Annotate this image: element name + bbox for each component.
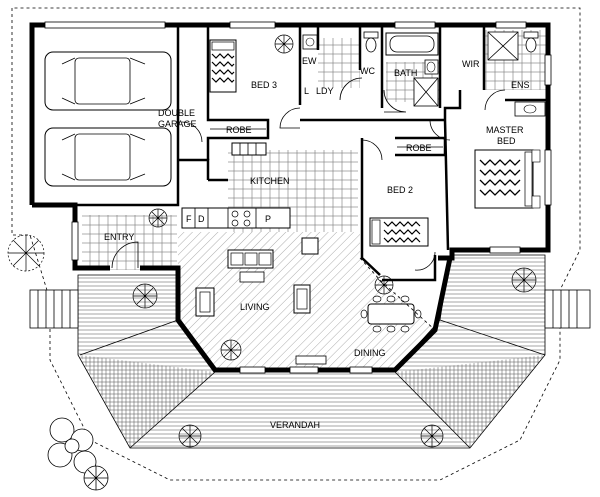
master-bed <box>474 149 541 209</box>
bathtub <box>385 32 439 56</box>
kitchen-bench <box>181 207 291 229</box>
ew-label: EW <box>302 56 317 66</box>
door-swings <box>111 77 506 271</box>
tree-icon <box>47 417 109 491</box>
dining-label: DINING <box>354 348 386 358</box>
master-bed-label-1: MASTER <box>486 125 524 135</box>
bed3-label: BED 3 <box>251 80 277 90</box>
car-bottom <box>44 127 172 187</box>
bath-shower <box>413 77 439 107</box>
kitchen-label: KITCHEN <box>250 176 290 186</box>
wc-toilet <box>363 31 379 53</box>
kitchen-f-label: F <box>186 214 192 224</box>
bath-vanity <box>424 59 439 75</box>
laundry-l-label: L <box>304 86 309 96</box>
wir-label: WIR <box>462 59 480 69</box>
boundary-line <box>11 7 581 481</box>
bed3-bed <box>209 39 237 93</box>
entry-floor-tiles <box>82 215 177 270</box>
verandah-label: VERANDAH <box>270 420 320 430</box>
ensuite-shower <box>487 31 519 61</box>
master-bed-label-2: BED <box>497 136 516 146</box>
windows <box>44 21 552 374</box>
internal-walls <box>75 25 548 282</box>
ensuite-toilet <box>523 31 539 53</box>
ens-label: ENS <box>511 80 530 90</box>
cooktop <box>231 210 251 227</box>
laundry-floor-tiles <box>318 38 360 88</box>
bed2-robe-label: ROBE <box>406 143 432 153</box>
wc-label: WC <box>360 66 375 76</box>
bed2-label: BED 2 <box>387 185 413 195</box>
armchair-top <box>301 237 319 255</box>
dining-zone-line <box>359 257 436 371</box>
plant-icon <box>7 34 537 448</box>
armchair-left <box>195 287 215 317</box>
kitchen-island-bench <box>231 142 267 156</box>
dining-table <box>360 295 422 333</box>
car-top <box>44 51 172 111</box>
living-label: LIVING <box>240 302 270 312</box>
double-garage-label-1: DOUBLE <box>158 108 195 118</box>
bath-label: BATH <box>394 68 417 78</box>
laundry-tub <box>302 34 318 50</box>
ldy-label: LDY <box>316 86 334 96</box>
coffee-table <box>239 271 265 283</box>
kitchen-p-label: P <box>265 214 271 224</box>
double-garage-label-2: GARAGE <box>158 119 197 129</box>
ensuite-vanity <box>514 101 546 117</box>
kitchen-d-label: D <box>198 214 205 224</box>
steps-right <box>544 289 591 329</box>
steps-left <box>29 289 79 329</box>
tv-unit <box>295 355 327 365</box>
verandah-deck <box>77 254 546 449</box>
armchair-right <box>293 284 311 314</box>
bed2-bed <box>369 217 429 247</box>
entry-label: ENTRY <box>104 232 134 242</box>
bed3-robe-label: ROBE <box>226 125 252 135</box>
living-sofa <box>227 249 274 269</box>
